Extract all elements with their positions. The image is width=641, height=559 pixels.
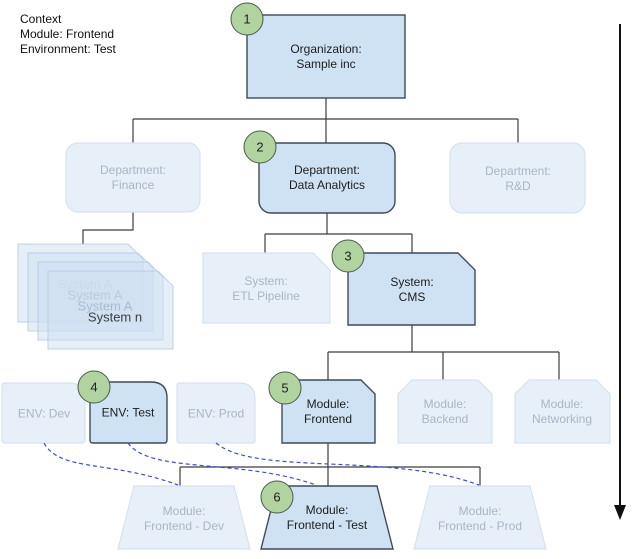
node-shape-module-backend[interactable] — [397, 379, 493, 444]
label-system-stack-4: System n — [87, 309, 143, 325]
node-shape-dept-finance[interactable] — [65, 142, 201, 213]
flow-direction-arrow — [614, 24, 626, 520]
label-system-stack-2: System A — [67, 287, 123, 303]
label-module-frontend-prod: Module: Frontend - Prod — [437, 504, 523, 533]
label-module-frontend: Module: Frontend — [303, 397, 353, 426]
label-system-stack-1: System A — [57, 276, 113, 292]
label-module-backend: Module: Backend — [421, 397, 469, 426]
label-env-dev: ENV: Dev — [17, 406, 71, 421]
env-binding-curve-prod — [215, 442, 480, 486]
node-shape-organization[interactable] — [246, 14, 406, 99]
step-badge-3: 3 — [331, 239, 365, 273]
step-badge-4: 4 — [77, 370, 111, 404]
label-dept-finance: Department: Finance — [99, 163, 167, 192]
label-env-prod: ENV: Prod — [187, 406, 245, 421]
connector-analytics-to-systems — [264, 213, 413, 253]
node-shape-system-stack-4[interactable] — [47, 270, 174, 350]
connector-frontend-to-deployments — [179, 443, 481, 486]
node-shape-dept-rd[interactable] — [449, 142, 586, 214]
node-shape-module-frontend-prod[interactable] — [413, 485, 547, 550]
node-shape-module-frontend-test[interactable] — [260, 485, 394, 550]
step-badge-6: 6 — [260, 480, 294, 514]
label-dept-rd: Department: R&D — [484, 164, 552, 193]
label-module-networking: Module: Networking — [531, 397, 593, 426]
step-badge-5: 5 — [268, 371, 302, 405]
label-module-frontend-test: Module: Frontend - Test — [286, 503, 368, 532]
connector-org-to-departments — [132, 98, 519, 143]
context-panel: Context Module: Frontend Environment: Te… — [20, 12, 116, 57]
context-environment-line: Environment: Test — [20, 42, 116, 56]
node-shape-module-networking[interactable] — [514, 379, 611, 444]
step-badge-1: 1 — [230, 2, 264, 36]
label-organization: Organization: Sample inc — [290, 42, 362, 71]
connector-finance-to-system-stack — [82, 212, 134, 244]
step-badge-2: 2 — [243, 130, 277, 164]
context-title: Context — [20, 12, 62, 26]
label-env-test: ENV: Test — [101, 405, 155, 420]
context-module-line: Module: Frontend — [20, 27, 115, 41]
node-shape-dept-analytics[interactable] — [258, 142, 396, 214]
label-system-cms: System: CMS — [390, 275, 434, 304]
label-module-frontend-dev: Module: Frontend - Dev — [143, 504, 225, 533]
node-shape-env-prod[interactable] — [176, 382, 256, 444]
env-binding-curve-dev — [43, 442, 179, 486]
label-dept-analytics: Department: Data Analytics — [288, 163, 366, 192]
node-shape-module-frontend-dev[interactable] — [117, 485, 251, 550]
flow-arrow-head-icon — [614, 505, 626, 520]
label-system-stack-3: System A — [77, 298, 133, 314]
env-binding-curve-test — [127, 442, 317, 486]
connector-cms-to-modules — [327, 325, 560, 380]
label-system-etl: System: ETL Pipeline — [232, 274, 300, 303]
node-shape-system-etl[interactable] — [202, 252, 331, 324]
node-shape-system-cms[interactable] — [347, 252, 476, 326]
node-shape-env-dev[interactable] — [1, 382, 86, 444]
